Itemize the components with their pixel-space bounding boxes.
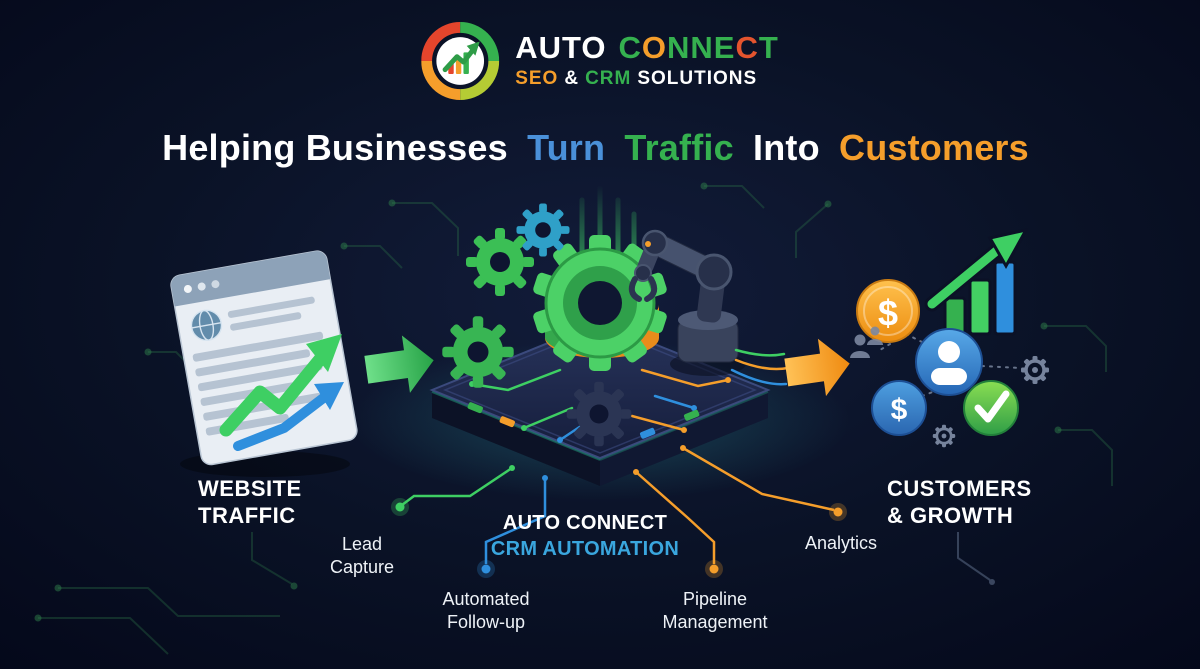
- callout-traces: [401, 446, 835, 564]
- flow-arrow-green: [364, 335, 434, 393]
- headline: Helping Businesses Turn Traffic Into Cus…: [0, 128, 1200, 168]
- globe-icon: [190, 309, 223, 342]
- flow-arrow-orange: [784, 338, 850, 397]
- small-gear-icon: [931, 423, 957, 449]
- customers-growth-label: CUSTOMERS & GROWTH: [887, 476, 1032, 528]
- website-traffic-label: WEBSITE TRAFFIC: [198, 476, 302, 528]
- brand-name: AUTO CONNECT: [515, 32, 779, 65]
- tagline-amp: &: [564, 67, 580, 89]
- customers-growth-icons: $ $: [850, 227, 1051, 449]
- callout-pipeline-management: Pipeline Management: [662, 589, 768, 633]
- customer-avatar-icon: [915, 328, 983, 396]
- users-icon: [850, 326, 883, 358]
- background-circuit-traces: [34, 182, 1113, 655]
- callout-analytics: Analytics: [804, 533, 878, 553]
- dollar-circle-icon: $: [871, 380, 927, 436]
- callout-lead-capture: Lead Capture: [329, 534, 395, 578]
- headline-word-customers: Customers: [839, 127, 1029, 168]
- callout-automated-followup: Automated Follow-up: [442, 589, 530, 633]
- dollar-icon: $: [878, 293, 898, 334]
- tagline-crm: CRM: [585, 67, 632, 89]
- tagline-seo: SEO: [515, 67, 559, 89]
- platform-label-line1: AUTO CONNECT: [502, 512, 668, 534]
- headline-word-traffic: Traffic: [624, 127, 734, 168]
- check-circle-icon: [963, 380, 1019, 436]
- browser-titlebar: [171, 251, 331, 307]
- platform-wires: [730, 348, 790, 386]
- gear-icon-small-blue: [516, 203, 570, 257]
- coin-dollar-icon: $: [856, 279, 920, 343]
- gear-icon-dark: [566, 381, 632, 447]
- traffic-arrow-blue: [233, 382, 344, 451]
- traffic-arrow-green: [219, 334, 342, 437]
- tagline-solutions: SOLUTIONS: [637, 67, 758, 89]
- headline-word-lead: Helping Businesses: [162, 127, 508, 168]
- dollar-icon: $: [891, 394, 908, 427]
- growth-arrow-icon: [924, 227, 1029, 312]
- robot-arm-icon: [628, 229, 746, 376]
- headline-word-turn: Turn: [527, 127, 606, 168]
- callout-dots: [391, 498, 847, 578]
- gear-icon-small-green: [466, 228, 534, 296]
- platform-circuits: [470, 368, 730, 442]
- brand-logo-icon: [421, 22, 500, 100]
- check-icon: [974, 390, 1010, 423]
- platform-label-line2: CRM AUTOMATION: [490, 538, 680, 560]
- small-gear-icon: [1019, 354, 1051, 386]
- gear-icon-platform-left: [442, 316, 514, 388]
- platform-label: AUTO CONNECT CRM AUTOMATION: [491, 510, 679, 562]
- brand-name-connect: CONNECT: [618, 30, 779, 66]
- gear-icon-main: [533, 235, 667, 371]
- brand-name-auto: AUTO: [515, 30, 607, 66]
- headline-word-into: Into: [753, 127, 820, 168]
